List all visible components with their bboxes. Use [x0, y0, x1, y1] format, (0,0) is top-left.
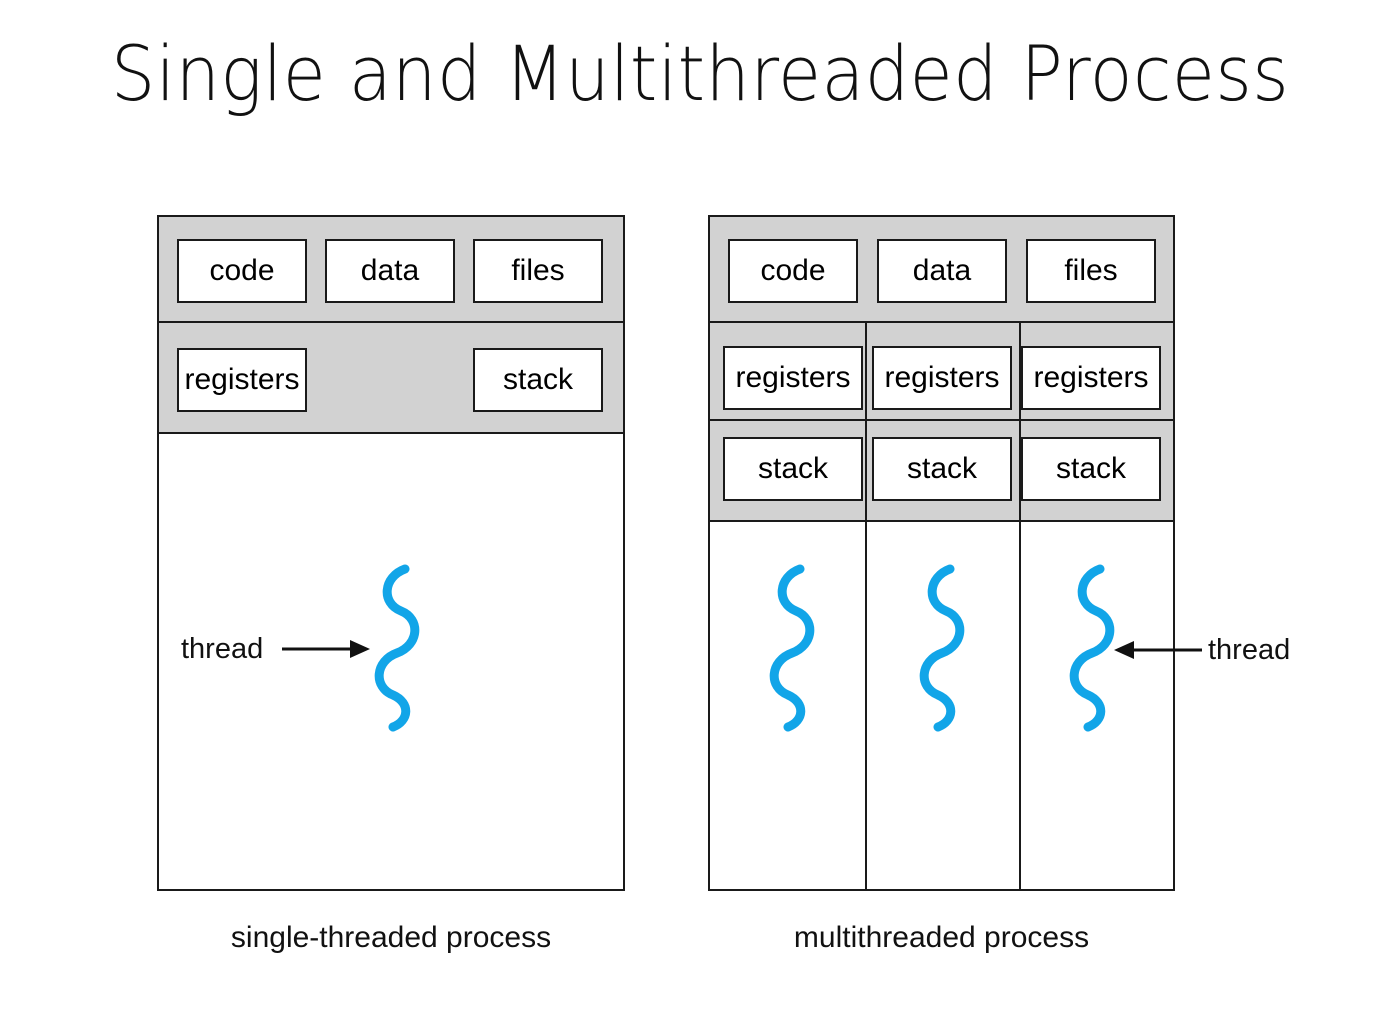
multithreaded-shared-divider — [710, 321, 1173, 323]
multithreaded-registers-divider — [710, 419, 1173, 421]
multithreaded-column-divider-1 — [865, 321, 867, 889]
thread-box-stack[interactable]: stack — [473, 348, 603, 412]
resource-box-code[interactable]: code — [177, 239, 307, 303]
thread-squiggle-icon — [1069, 564, 1115, 732]
thread-box-registers[interactable]: registers — [1021, 346, 1161, 410]
thread-box-registers[interactable]: registers — [872, 346, 1012, 410]
resource-box-data[interactable]: data — [325, 239, 455, 303]
resource-box-files[interactable]: files — [473, 239, 603, 303]
single-threaded-process-caption: single-threaded process — [230, 921, 552, 954]
thread-annotation-label-right: thread — [1208, 634, 1291, 666]
thread-annotation-label-left: thread — [181, 633, 264, 665]
arrow-right-icon — [282, 640, 370, 658]
multithreaded-body-divider — [710, 520, 1173, 522]
thread-box-registers[interactable]: registers — [723, 346, 863, 410]
arrow-left-icon — [1114, 641, 1202, 659]
multithreaded-column-divider-2 — [1019, 321, 1021, 889]
single-threaded-row-divider — [159, 321, 623, 323]
thread-squiggle-icon — [919, 564, 965, 732]
thread-squiggle-icon — [769, 564, 815, 732]
thread-squiggle-icon — [374, 564, 420, 732]
single-threaded-process-panel: code data files registers stack thread — [157, 215, 625, 891]
single-threaded-body-divider — [159, 432, 623, 434]
thread-box-registers[interactable]: registers — [177, 348, 307, 412]
resource-box-code[interactable]: code — [728, 239, 858, 303]
resource-box-files[interactable]: files — [1026, 239, 1156, 303]
page-title: Single and Multithreaded Process — [110, 29, 1290, 118]
thread-box-stack[interactable]: stack — [1021, 437, 1161, 501]
multithreaded-process-panel: code data files registers registers regi… — [708, 215, 1175, 891]
multithreaded-process-caption: multithreaded process — [793, 921, 1090, 954]
thread-box-stack[interactable]: stack — [723, 437, 863, 501]
thread-box-stack[interactable]: stack — [872, 437, 1012, 501]
resource-box-data[interactable]: data — [877, 239, 1007, 303]
